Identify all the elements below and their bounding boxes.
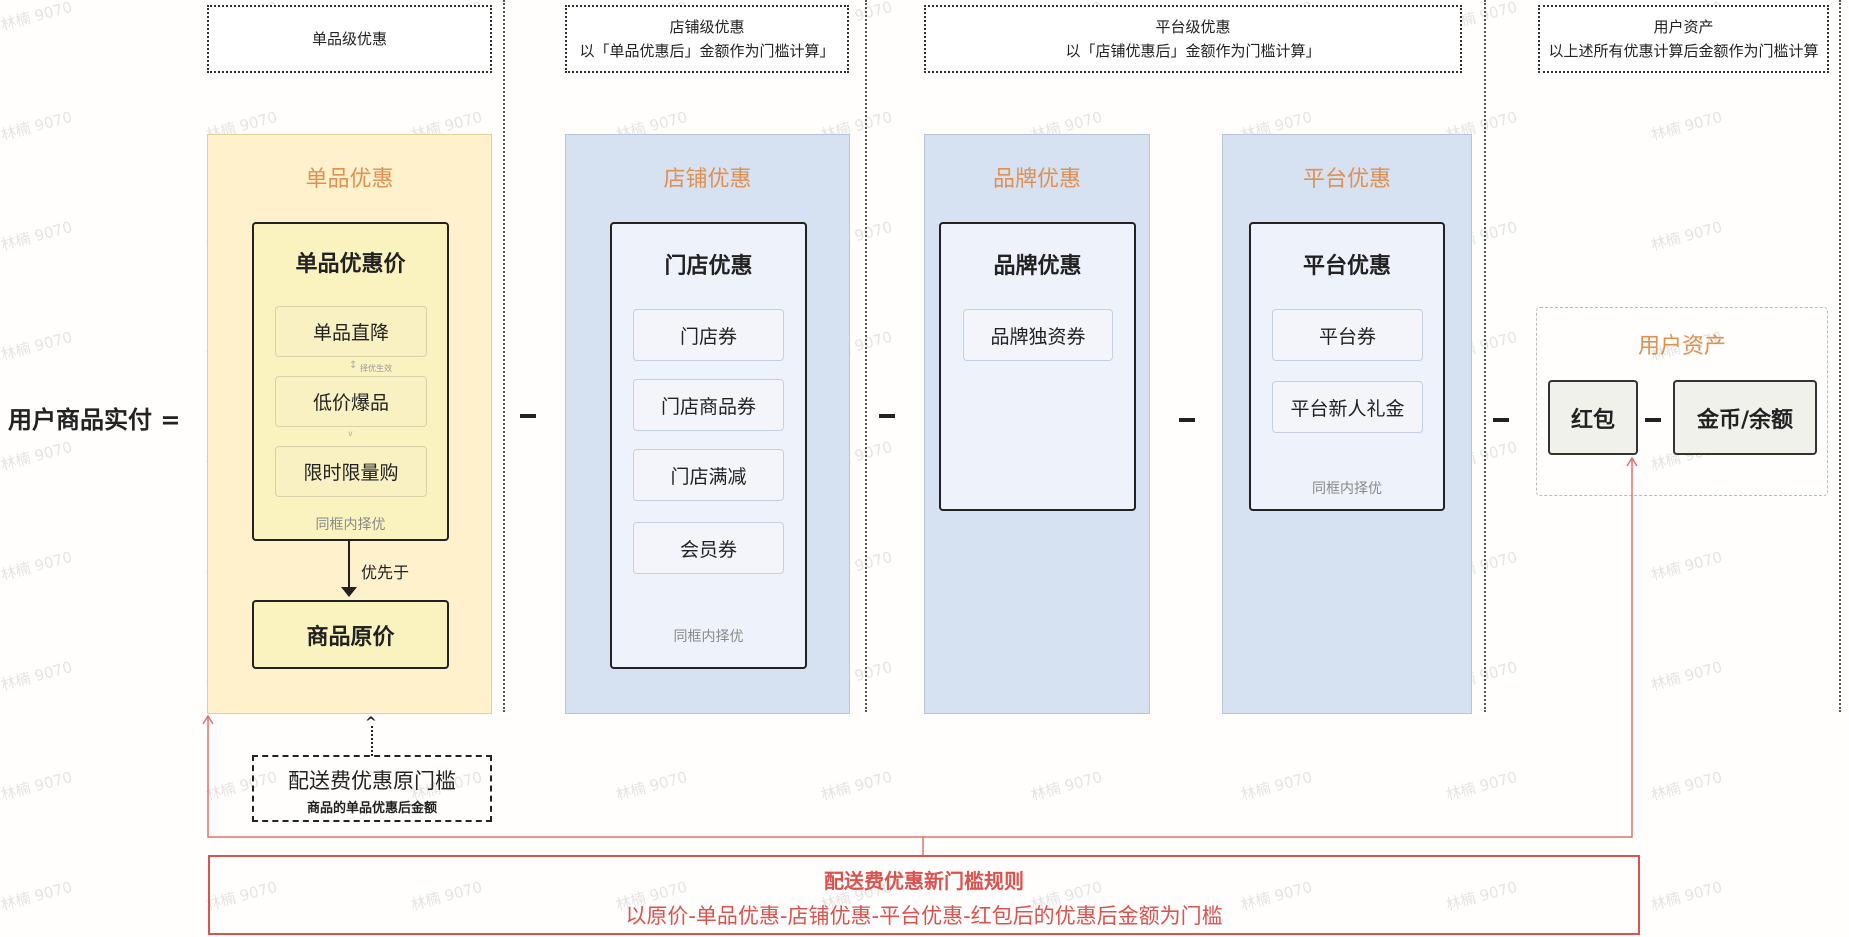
base-price-box: 商品原价	[252, 600, 449, 669]
inner-title: 平台优惠	[1302, 254, 1391, 279]
item-price-box: 单品优惠价 单品直降 ↕ 择优生效 低价爆品 v 限时限量购 同框内择优	[252, 222, 449, 541]
header-title: 店铺级优惠	[669, 18, 745, 36]
arrow-head-icon	[341, 587, 357, 597]
swap-arrow-icon: ↕	[349, 360, 358, 371]
brand-coupon: 品牌独资券	[963, 309, 1113, 361]
header-subtitle: 以上述所有优惠计算后金额作为门槛计算	[1548, 42, 1819, 60]
between-note: 择优生效	[360, 364, 392, 373]
brand-discount-box: 品牌优惠 品牌独资券	[939, 222, 1136, 511]
minus-icon	[1493, 418, 1509, 422]
store-product-coupon: 门店商品券	[633, 379, 784, 431]
user-assets-title: 用户资产	[1637, 334, 1726, 359]
minus-icon	[520, 414, 536, 418]
panel-title: 单品优惠	[305, 167, 394, 192]
column-divider	[1484, 0, 1486, 712]
header-subtitle: 以「单品优惠后」金额作为门槛计算」	[579, 42, 835, 60]
old-threshold-box: 配送费优惠原门槛 商品的单品优惠后金额	[252, 755, 492, 822]
item-discount-panel: 单品优惠 单品优惠价 单品直降 ↕ 择优生效 低价爆品 v 限时限量购 同框内择…	[207, 134, 492, 714]
panel-title: 品牌优惠	[992, 167, 1081, 192]
member-coupon: 会员券	[633, 522, 784, 574]
inner-title: 门店优惠	[664, 254, 753, 279]
chevron-down-icon: v	[348, 429, 353, 438]
inner-title: 品牌优惠	[993, 254, 1082, 279]
panel-title: 店铺优惠	[663, 167, 752, 192]
header-title: 用户资产	[1653, 18, 1714, 36]
coins-balance-label: 金币/余额	[1696, 407, 1794, 433]
store-discount-box: 门店优惠 门店券 门店商品券 门店满减 会员券 同框内择优	[610, 222, 807, 669]
arrow-up-head-icon: ^	[365, 715, 377, 731]
column-divider	[503, 0, 505, 712]
panel-footer: 同框内择优	[1312, 481, 1382, 497]
user-assets-box: 用户资产	[1536, 307, 1828, 496]
coins-balance-box: 金币/余额	[1673, 380, 1817, 455]
red-packet-label: 红包	[1570, 407, 1615, 433]
new-rule-box: 配送费优惠新门槛规则 以原价-单品优惠-店铺优惠-平台优惠-红包后的优惠后金额为…	[208, 855, 1640, 935]
header-subtitle: 以「店铺优惠后」金额作为门槛计算」	[1065, 42, 1321, 60]
old-threshold-subtitle: 商品的单品优惠后金额	[306, 801, 437, 816]
connector-line	[207, 458, 1633, 838]
minus-icon	[879, 414, 895, 418]
column-divider	[865, 0, 867, 712]
arrow-label: 优先于	[361, 563, 410, 582]
platform-newcomer-gift: 平台新人礼金	[1272, 381, 1423, 433]
store-coupon: 门店券	[633, 309, 784, 361]
header-item-level: 单品级优惠	[207, 5, 492, 73]
item-direct-discount: 单品直降	[275, 306, 427, 357]
header-user-assets: 用户资产以上述所有优惠计算后金额作为门槛计算	[1538, 5, 1829, 73]
arrow-up-icon	[202, 714, 214, 725]
platform-discount-panel: 平台优惠 平台优惠 平台券 平台新人礼金 同框内择优	[1222, 134, 1472, 714]
header-store-level: 店铺级优惠以「单品优惠后」金额作为门槛计算」	[565, 5, 849, 73]
dotted-arrow-up-icon	[371, 726, 373, 756]
item-low-price: 低价爆品	[275, 376, 427, 427]
old-threshold-title: 配送费优惠原门槛	[288, 769, 456, 793]
arrow-up-icon	[1626, 456, 1638, 467]
base-price-label: 商品原价	[306, 624, 395, 650]
formula-label: 用户商品实付 =	[8, 406, 181, 434]
inner-title: 单品优惠价	[295, 252, 406, 277]
red-packet-box: 红包	[1548, 380, 1638, 455]
minus-icon	[1179, 418, 1195, 422]
header-platform-level: 平台级优惠以「店铺优惠后」金额作为门槛计算」	[924, 5, 1462, 73]
panel-footer: 同框内择优	[673, 629, 744, 645]
panel-title: 平台优惠	[1302, 167, 1391, 192]
brand-discount-panel: 品牌优惠 品牌优惠 品牌独资券	[924, 134, 1150, 714]
item-flash-sale: 限时限量购	[275, 446, 427, 497]
new-rule-subtitle: 以原价-单品优惠-店铺优惠-平台优惠-红包后的优惠后金额为门槛	[625, 904, 1223, 928]
arrow-down-icon	[348, 541, 350, 595]
platform-discount-box: 平台优惠 平台券 平台新人礼金 同框内择优	[1249, 222, 1445, 511]
platform-coupon: 平台券	[1272, 309, 1423, 361]
header-title: 单品级优惠	[311, 30, 387, 48]
column-divider	[1839, 0, 1841, 712]
header-title: 平台级优惠	[1155, 18, 1231, 36]
panel-footer: 同框内择优	[315, 517, 386, 533]
minus-icon	[1645, 418, 1661, 422]
store-full-reduction: 门店满减	[633, 449, 784, 501]
new-rule-title: 配送费优惠新门槛规则	[824, 869, 1024, 893]
store-discount-panel: 店铺优惠 门店优惠 门店券 门店商品券 门店满减 会员券 同框内择优	[565, 134, 850, 714]
